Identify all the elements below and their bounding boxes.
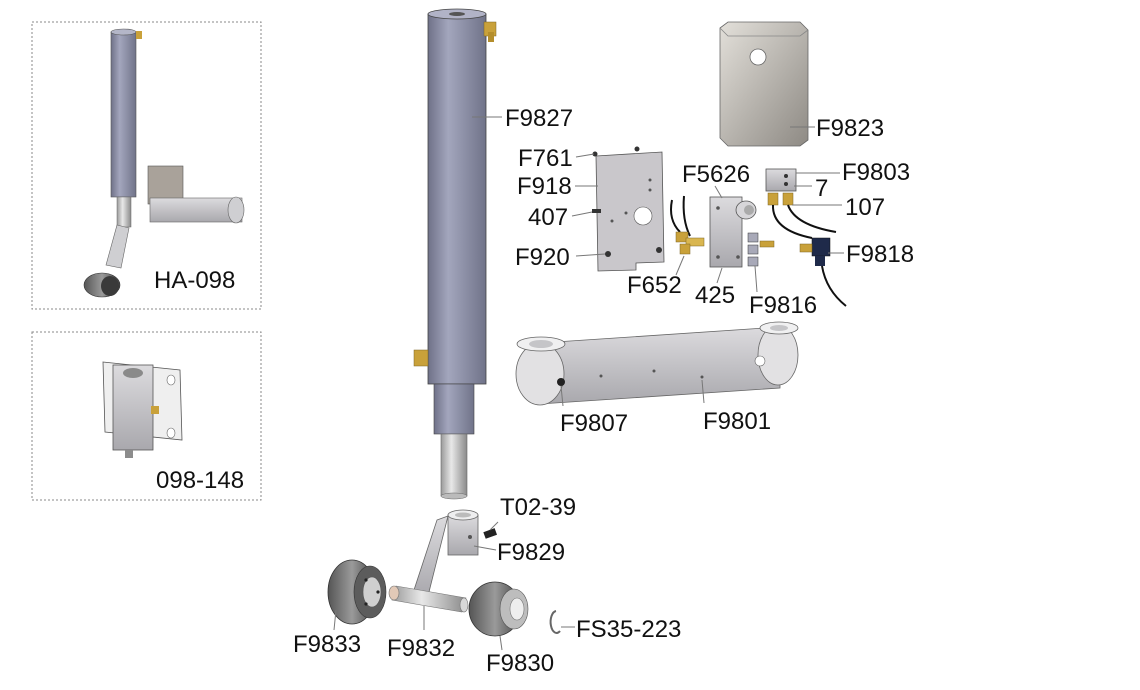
- leader-line: [333, 609, 337, 631]
- label-407: 407: [528, 204, 568, 231]
- wheel-right: [468, 581, 529, 637]
- label-arm: F9801: [703, 408, 771, 435]
- label-set-screw: T02-39: [500, 494, 576, 521]
- label-arm-bolt: F9807: [560, 410, 628, 437]
- label-f920: F920: [515, 244, 570, 271]
- inset-label-ha-098: HA-098: [154, 267, 235, 294]
- elbow-fittings: [670, 195, 705, 255]
- label-f652: F652: [627, 272, 682, 299]
- tee-fitting: [799, 237, 847, 307]
- leader-line: [571, 211, 593, 217]
- manifold-block: [765, 168, 837, 239]
- hydraulic-cylinder: [413, 8, 497, 500]
- inset-frame-top: [31, 21, 262, 310]
- label-f918: F918: [517, 173, 572, 200]
- label-f761: F761: [518, 145, 573, 172]
- mount-plate: [592, 146, 665, 272]
- caster-fork: [411, 509, 498, 597]
- swing-arm: [515, 321, 799, 406]
- label-f9816: F9816: [749, 292, 817, 319]
- label-f9818: F9818: [846, 241, 914, 268]
- leader-line: [499, 635, 503, 651]
- label-425: 425: [695, 282, 735, 309]
- label-cylinder: F9827: [505, 105, 573, 132]
- snap-ring: [549, 610, 561, 634]
- leader-line: [675, 255, 685, 276]
- inset-assembly-thumbnail: [83, 28, 245, 298]
- inset-label-098-148: 098-148: [156, 467, 244, 494]
- axle-pin: [388, 585, 469, 613]
- label-f9803: F9803: [842, 159, 910, 186]
- inset-frame-bottom: [31, 331, 262, 501]
- label-wheel-right: F9830: [486, 650, 554, 677]
- leader-line: [701, 379, 705, 404]
- valve-block: [709, 196, 757, 268]
- hex-nuts: [747, 232, 775, 267]
- label-axle: F9832: [387, 635, 455, 662]
- leader-line: [489, 521, 499, 531]
- leader-line: [754, 265, 758, 293]
- leader-line: [473, 545, 497, 551]
- label-snap-ring: FS35-223: [576, 616, 681, 643]
- label-f5626: F5626: [682, 161, 750, 188]
- leader-line: [714, 185, 723, 199]
- label-fork: F9829: [497, 539, 565, 566]
- label-107: 107: [845, 194, 885, 221]
- leader-line: [560, 385, 564, 407]
- leader-line: [575, 253, 606, 257]
- label-7: 7: [815, 175, 828, 202]
- cover-block: [719, 21, 809, 147]
- label-wheel-left: F9833: [293, 631, 361, 658]
- label-cover: F9823: [816, 115, 884, 142]
- leader-line: [716, 267, 723, 284]
- leader-line: [575, 153, 595, 158]
- inset-bracket-thumbnail: [102, 361, 183, 458]
- wheel-left: [327, 559, 387, 625]
